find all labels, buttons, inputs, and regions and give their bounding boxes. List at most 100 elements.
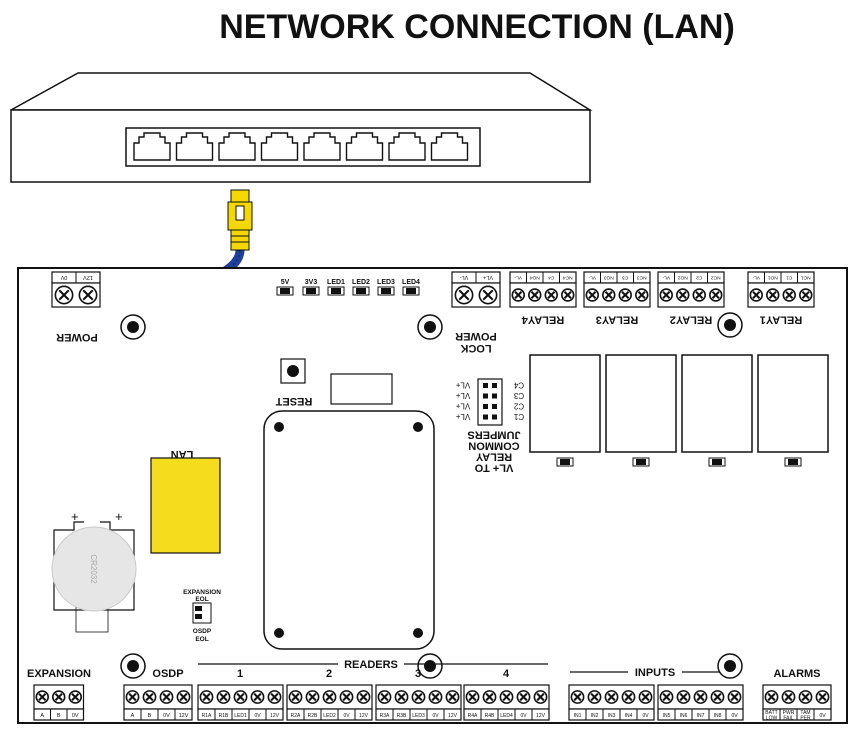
switch-port bbox=[175, 132, 214, 161]
pin-label: 0V bbox=[163, 713, 170, 719]
screw-terminal bbox=[78, 285, 98, 305]
screw-terminal bbox=[693, 690, 708, 704]
screw-terminal bbox=[35, 690, 49, 704]
screw-terminal bbox=[533, 690, 548, 704]
screw-terminal bbox=[782, 288, 796, 302]
pin-label: A bbox=[131, 713, 135, 719]
screw-terminal bbox=[781, 690, 796, 704]
pin-label: 12V bbox=[448, 713, 458, 719]
jumper-pin-label: C4 bbox=[513, 380, 524, 389]
pin-label: C3 bbox=[622, 275, 628, 281]
pin-label: 12V bbox=[83, 274, 93, 280]
screw-terminal bbox=[561, 288, 575, 302]
status-led: LED1 bbox=[327, 279, 345, 296]
screw-terminal bbox=[635, 288, 649, 302]
screw-terminal bbox=[233, 690, 248, 704]
pin-label: 0V bbox=[60, 274, 67, 280]
switch-port bbox=[303, 132, 341, 161]
pin-label: VL- bbox=[588, 275, 596, 281]
pin-label: 12V bbox=[536, 713, 546, 719]
rj45-plug-top bbox=[227, 189, 253, 251]
pin-label: IN3 bbox=[608, 713, 616, 719]
status-led: LED4 bbox=[402, 279, 420, 296]
screw-terminal bbox=[176, 690, 191, 704]
pin-label: NO3 bbox=[603, 275, 613, 281]
pin-label: C1 bbox=[786, 275, 792, 281]
pin-label: R3A bbox=[380, 713, 390, 719]
screw-terminal bbox=[142, 690, 157, 704]
pin-label: R3B bbox=[397, 713, 407, 719]
relay-label: RELAY2 bbox=[670, 313, 712, 325]
jumper-title-line: VL+ TO bbox=[474, 461, 513, 473]
mounting-hole bbox=[120, 653, 146, 679]
pin-label: R2A bbox=[291, 713, 301, 719]
screw-terminal bbox=[377, 690, 392, 704]
mounting-hole bbox=[717, 312, 743, 338]
relay-component bbox=[757, 354, 829, 467]
reset-button: RESET bbox=[275, 358, 312, 407]
pin-label: LED4 bbox=[500, 713, 513, 719]
pin-label: TAM bbox=[800, 710, 810, 716]
pin-label: 0V bbox=[819, 713, 826, 719]
pin-label: LED2 bbox=[323, 713, 336, 719]
screw-terminal bbox=[799, 288, 813, 302]
status-led: 5V bbox=[276, 279, 294, 296]
lan-label: LAN bbox=[171, 448, 194, 460]
screw-terminal bbox=[659, 690, 674, 704]
pin-label: NO2 bbox=[677, 275, 687, 281]
screw-terminal bbox=[125, 690, 140, 704]
pin-label: LOW bbox=[766, 716, 778, 722]
pin-label: NC2 bbox=[711, 275, 721, 281]
lock-power-label-1: POWER bbox=[455, 330, 497, 342]
pin-label: NO4 bbox=[529, 275, 539, 281]
screw-terminal bbox=[482, 690, 497, 704]
reader-number: 4 bbox=[503, 668, 510, 680]
screw-terminal bbox=[54, 285, 74, 305]
reader-number: 1 bbox=[237, 668, 243, 680]
pin-label: 12V bbox=[179, 713, 189, 719]
screw-terminal bbox=[602, 288, 616, 302]
pin-label: VL- bbox=[460, 274, 469, 280]
osdp-label: OSDP bbox=[152, 668, 183, 680]
jumper-pin-label: C1 bbox=[513, 412, 524, 421]
screw-terminal bbox=[428, 690, 443, 704]
screw-terminal bbox=[68, 690, 82, 704]
pin-label: 12V bbox=[270, 713, 280, 719]
processor-module bbox=[263, 410, 435, 650]
screw-terminal bbox=[604, 690, 619, 704]
screw-terminal bbox=[587, 690, 602, 704]
relay-component bbox=[529, 354, 601, 467]
screw-terminal bbox=[621, 690, 636, 704]
screw-terminal bbox=[454, 285, 474, 305]
reader-number: 3 bbox=[415, 668, 421, 680]
jumper-title-line: JUMPERS bbox=[467, 428, 520, 440]
reader-number: 2 bbox=[326, 668, 332, 680]
mounting-hole bbox=[417, 653, 443, 679]
screw-terminal bbox=[659, 288, 673, 302]
screw-terminal bbox=[478, 285, 498, 305]
jumper-vl-label: VL+ bbox=[455, 401, 470, 410]
switch-port bbox=[218, 132, 256, 161]
pin-label: 0V bbox=[254, 713, 261, 719]
relay-components bbox=[529, 354, 829, 467]
pin-label: LED1 bbox=[234, 713, 247, 719]
pin-label: NC3 bbox=[637, 275, 647, 281]
jumper-vl-label: VL+ bbox=[455, 380, 470, 389]
led-label: 5V bbox=[281, 279, 290, 286]
dip-bottom-line-1: OSDP bbox=[193, 628, 212, 635]
mounting-hole bbox=[717, 653, 743, 679]
pin-label: C4 bbox=[548, 275, 554, 281]
screw-terminal bbox=[250, 690, 265, 704]
screw-terminal bbox=[52, 690, 66, 704]
dip-bottom-line-2: EOL bbox=[195, 636, 208, 643]
pin-label: BATT bbox=[765, 710, 777, 716]
jumper-vl-label: VL+ bbox=[455, 391, 470, 400]
